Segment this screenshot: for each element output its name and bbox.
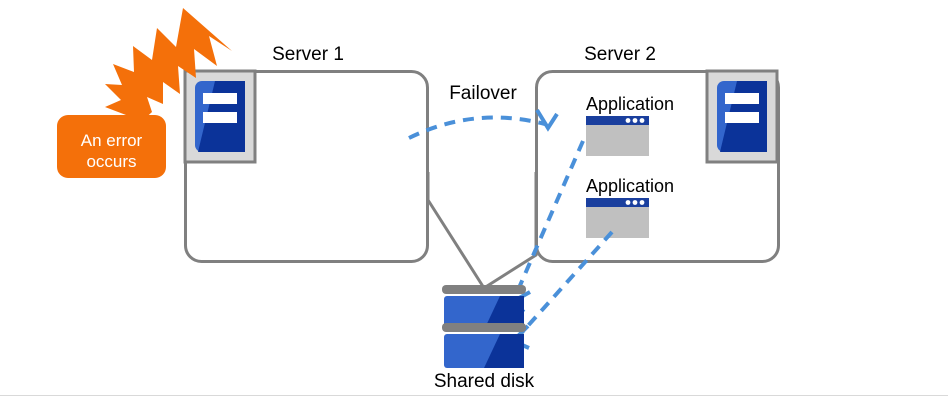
app1-to-disk-arrow (513, 140, 585, 298)
server-1-label: Server 1 (272, 44, 344, 65)
application-2-dot-1 (625, 200, 631, 205)
shared-disk-unit-2-top (442, 323, 526, 332)
server-1-group[interactable]: Server 1 (183, 44, 429, 263)
shared-disk-label: Shared disk (434, 371, 535, 392)
error-badge-box[interactable] (57, 115, 166, 178)
server-icon-2-bar-top (725, 93, 759, 104)
error-badge-line-2: occurs (86, 152, 136, 171)
error-badge-line-1: An error (81, 131, 143, 150)
failover-label: Failover (449, 83, 517, 104)
application-1-dot-2 (632, 118, 638, 123)
application-2-dot-2 (632, 200, 638, 205)
burst-icon (105, 8, 232, 126)
server-icon-2-bar-bottom (725, 112, 759, 123)
server-2-group[interactable]: Server 2 Application Application (535, 44, 780, 263)
server-icon-1 (183, 69, 257, 164)
server-icon-1-bar-top (203, 93, 237, 104)
failover-arrowhead (535, 108, 559, 132)
application-2-label: Application (586, 176, 674, 196)
shared-disk-unit-1-top (442, 285, 526, 294)
application-2-titlebar (586, 198, 649, 207)
server-2-label: Server 2 (584, 44, 656, 65)
burst-shape (105, 8, 232, 126)
application-1-dot-3 (639, 118, 645, 123)
shared-disk-unit-2-shade (484, 334, 524, 368)
server-icon-2 (705, 69, 779, 164)
application-2-dot-3 (639, 200, 645, 205)
application-1[interactable]: Application (586, 94, 674, 156)
failover-arrow-group: Failover (408, 83, 559, 140)
app2-to-disk-arrow (515, 230, 614, 340)
application-1-label: Application (586, 94, 674, 114)
application-1-titlebar (586, 116, 649, 125)
shared-disk-group[interactable]: Shared disk (434, 285, 535, 392)
failover-arc (408, 115, 546, 140)
error-badge[interactable]: An error occurs (57, 115, 166, 178)
server-icon-1-bar-bottom (203, 112, 237, 123)
application-1-dot-1 (625, 118, 631, 123)
application-2[interactable]: Application (586, 176, 674, 238)
shared-disk-unit-1-shade (484, 296, 524, 330)
